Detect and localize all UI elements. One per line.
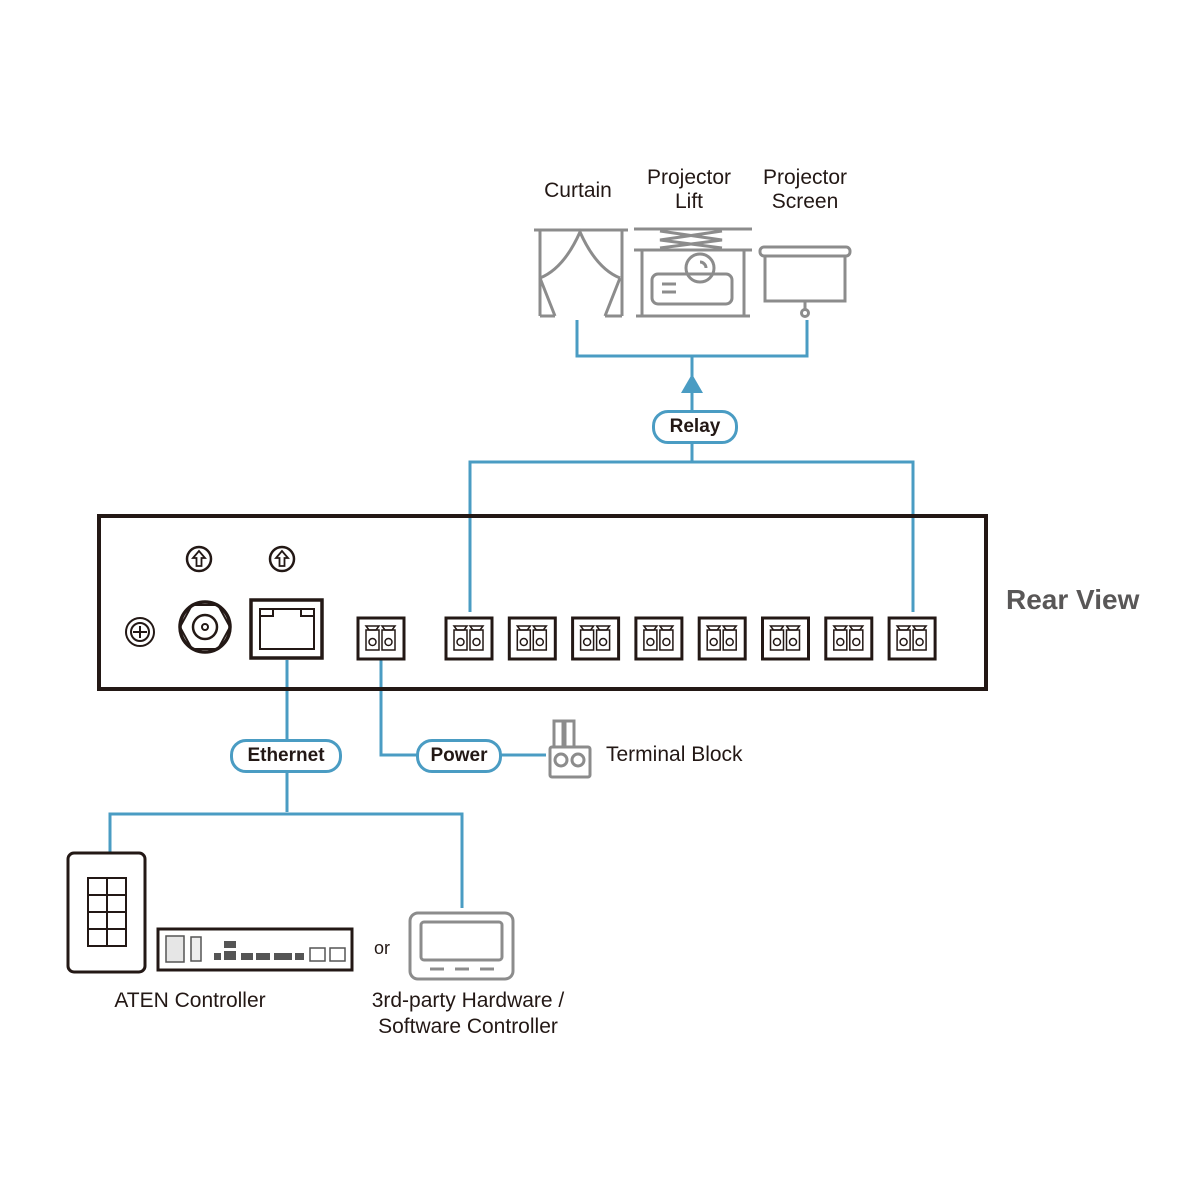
curtain-label: Curtain	[544, 179, 612, 202]
ethernet-pill: Ethernet	[230, 739, 342, 773]
power-terminal-port	[356, 616, 406, 661]
terminal-ports	[356, 616, 937, 661]
relay-terminal-port-4	[634, 616, 684, 661]
third-party-controller-icon	[408, 911, 515, 981]
relay-terminal-port-1	[444, 616, 494, 661]
third-party-controller-label: 3rd-party Hardware / Software Controller	[348, 988, 588, 1040]
curtain-icon	[534, 228, 628, 318]
up-arrow-icon	[268, 545, 296, 573]
power-line	[379, 660, 418, 757]
or-label: or	[374, 938, 391, 958]
relay-pill: Relay	[652, 410, 738, 444]
rear-panel-device	[97, 514, 988, 691]
rear-view-title: Rear View	[1006, 584, 1140, 615]
projector-screen-label-line2: Screen	[771, 190, 839, 213]
relay-terminal-port-2	[507, 616, 557, 661]
third-party-label-line1: 3rd-party Hardware /	[371, 989, 565, 1012]
power-pill: Power	[416, 739, 502, 773]
projector-lift-label: Projector Lift	[630, 166, 748, 214]
third-party-label-line2: Software Controller	[378, 1015, 558, 1038]
controller-bus-line	[108, 812, 464, 908]
terminal-block-label: Terminal Block	[606, 743, 743, 766]
peripheral-bus-line	[575, 320, 809, 358]
ethernet-port-icon	[249, 598, 324, 660]
relay-arrow-icon	[681, 374, 703, 393]
projector-lift-icon	[634, 227, 752, 318]
projector-screen-label-line1: Projector	[762, 166, 848, 189]
power-jack-icon	[178, 600, 232, 654]
aten-control-box-icon	[156, 927, 354, 972]
projector-lift-label-line1: Projector	[646, 166, 732, 189]
terminal-block-icon	[548, 719, 592, 779]
connector-lines	[108, 320, 915, 908]
relay-bus-line	[468, 460, 915, 612]
relay-terminal-port-7	[824, 616, 874, 661]
relay-terminal-port-8	[887, 616, 937, 661]
projector-screen-icon	[758, 245, 852, 318]
projector-screen-label: Projector Screen	[746, 166, 864, 214]
up-arrow-icon	[185, 545, 213, 573]
relay-terminal-port-5	[697, 616, 747, 661]
aten-keypad-icon	[66, 851, 147, 974]
relay-terminal-port-6	[761, 616, 810, 661]
relay-terminal-port-3	[571, 616, 621, 661]
aten-controller-label: ATEN Controller	[114, 989, 266, 1012]
projector-lift-label-line2: Lift	[674, 190, 703, 213]
ground-screw-icon	[125, 617, 155, 647]
